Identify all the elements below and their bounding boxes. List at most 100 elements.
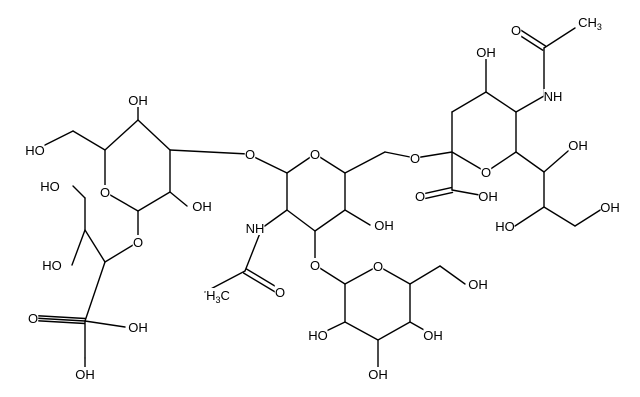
atom-label-mask (568, 138, 588, 152)
bond-12 (32, 317, 86, 322)
bond-43 (409, 265, 441, 285)
bond-32 (261, 209, 288, 229)
bond-70 (243, 272, 280, 295)
atom-label-mask (309, 258, 321, 272)
hydroxyl-label: HO (308, 328, 328, 343)
carboxyl-hydroxyl-label: OH (478, 189, 498, 204)
atom-label-mask (27, 311, 39, 325)
methyl-label: H3C (206, 288, 230, 306)
hydroxyl-label: HO (25, 143, 45, 158)
glycosidic-oxygen-label: O (310, 258, 320, 273)
bond-68 (32, 319, 86, 325)
hydroxyl-label: OH (476, 45, 496, 60)
atom-label-mask (274, 285, 286, 299)
bond-29 (344, 151, 386, 174)
bond-41 (377, 265, 411, 285)
hydroxyl-label: OH (568, 138, 588, 153)
bond-42 (344, 265, 379, 285)
hydroxyl-label: HO (42, 258, 62, 273)
atom-label-mask (128, 93, 148, 107)
atom-label-mask (600, 200, 620, 214)
atom-label-mask (75, 367, 95, 381)
atom-label-mask (132, 235, 144, 249)
atom-label-mask (478, 189, 498, 203)
atom-label-mask (192, 199, 212, 213)
atom-label-layer: OHHOOOHOOHOHOOOHOHOOHNHOH3COOOOHHOOHOHOO… (25, 15, 620, 382)
bond-74 (516, 27, 547, 47)
atom-label-mask (495, 219, 515, 233)
aldehyde-oxygen-label: O (28, 311, 38, 326)
atom-label-mask (42, 258, 62, 272)
bond-54 (451, 151, 487, 173)
atom-label-mask (510, 23, 522, 37)
bond-18 (84, 229, 106, 263)
bond-5 (104, 119, 139, 151)
glycosidic-oxygen-label: O (410, 151, 420, 166)
bond-50 (451, 91, 487, 113)
bond-61 (515, 151, 545, 173)
hydroxyl-label: OH (128, 93, 148, 108)
atom-label-mask (409, 151, 421, 165)
bond-51 (485, 91, 517, 113)
atom-label-mask (414, 189, 426, 203)
bond-6 (72, 130, 106, 151)
bond-66 (574, 206, 606, 227)
hydroxyl-label: OH (128, 320, 148, 335)
carbonyl-oxygen-label: O (511, 23, 521, 38)
atom-label-mask (577, 15, 603, 29)
bond-38 (344, 321, 379, 341)
bond-71 (424, 191, 454, 200)
atom-label-mask (423, 328, 443, 342)
bond-31 (344, 209, 371, 226)
bond-58 (515, 95, 545, 113)
atom-label-mask (372, 259, 384, 273)
hydroxyl-label: OH (468, 277, 488, 292)
ring-oxygen-label: O (310, 147, 320, 162)
bond-0 (137, 119, 171, 151)
glycosidic-oxygen-label: O (133, 235, 143, 250)
bond-33 (244, 227, 263, 272)
atom-label-mask (480, 165, 492, 179)
bond-25 (314, 209, 346, 232)
amide-nh-label: NH (544, 89, 563, 104)
atom-label-mask (309, 147, 321, 161)
atom-label-mask (543, 89, 563, 103)
hydroxyl-label: OH (600, 200, 620, 215)
bond-24 (286, 209, 316, 232)
bond-64 (514, 206, 545, 227)
bond-3 (104, 191, 139, 212)
atom-label-mask (308, 328, 328, 342)
glycosidic-oxygen-label: O (245, 147, 255, 162)
atom-label-mask (99, 185, 111, 199)
bond-21 (72, 185, 86, 199)
hydroxyl-label: HO (495, 219, 515, 234)
bond-2 (137, 191, 171, 212)
amide-nh-label: NH (246, 221, 265, 236)
bond-16 (84, 261, 106, 322)
hydroxyl-label: OH (368, 367, 388, 382)
bond-9 (169, 149, 249, 155)
bond-19 (71, 229, 86, 266)
hydroxyl-label: OH (75, 367, 95, 382)
bond-65 (543, 206, 576, 227)
ring-oxygen-label: O (373, 259, 383, 274)
hydroxyl-label: OH (423, 328, 443, 343)
atom-label-mask (374, 218, 394, 232)
atom-label-mask (244, 147, 256, 161)
hydroxyl-label: HO (40, 179, 60, 194)
atom-label-mask (25, 143, 45, 157)
atom-label-mask (40, 179, 60, 193)
bond-11 (169, 191, 188, 207)
ring-oxygen-label: O (481, 165, 491, 180)
bond-67 (32, 314, 86, 320)
methyl-label: CH3 (578, 15, 602, 33)
bond-17 (104, 241, 139, 263)
hydroxyl-label: OH (374, 218, 394, 233)
bond-72 (423, 186, 453, 195)
atom-label-mask (205, 288, 231, 302)
atom-label-mask (368, 367, 388, 381)
atom-label-mask (468, 277, 488, 291)
bond-39 (377, 321, 411, 341)
carbonyl-oxygen-label: O (415, 189, 425, 204)
